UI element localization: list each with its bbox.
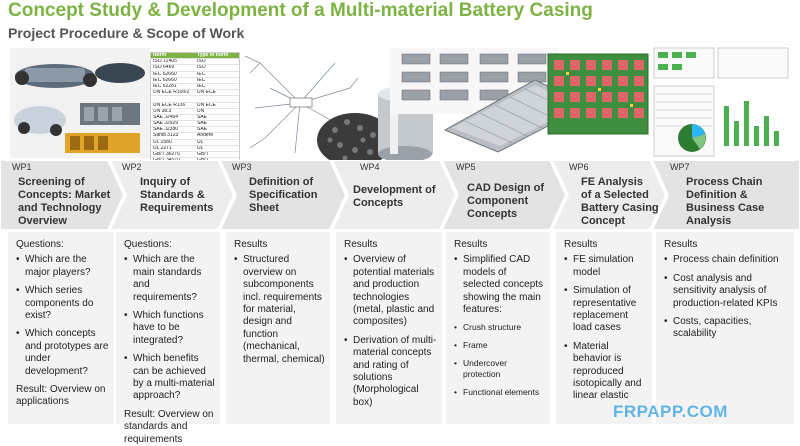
list-item: Undercover protection: [454, 358, 546, 380]
wp1-column: Questions: Which are the major players? …: [8, 232, 114, 424]
wp6-column: Results FE simulation model Simulation o…: [556, 232, 652, 424]
wp-heading: Inquiry of Standards & Requirements: [140, 176, 214, 214]
list-item: Which functions have to be integrated?: [124, 310, 216, 347]
list-item: Cost analysis and sensitivity analysis o…: [664, 273, 790, 310]
column-intro: Questions:: [124, 239, 172, 250]
list-item: Functional elements: [454, 387, 546, 398]
list-item: Material behavior is reproduced isotopic…: [564, 341, 648, 403]
column-result: Result: Overview on standards and requir…: [124, 408, 214, 445]
list-item: Which concepts and prototypes are under …: [16, 328, 110, 378]
list-item: Process chain definition: [664, 254, 790, 267]
wp-number: WP5: [456, 162, 476, 172]
column-intro: Results: [664, 239, 698, 250]
list-item: Structured overview on subcomponents inc…: [234, 254, 326, 366]
list-item: Costs, capacities, scalability: [664, 316, 790, 341]
list-item: FE simulation model: [564, 254, 648, 279]
watermark: FRPAPP.COM: [613, 402, 728, 421]
wp-number: WP4: [360, 162, 380, 172]
page-subtitle: Project Procedure & Scope of Work: [8, 25, 245, 41]
column-result: Result: Overview on applications: [16, 384, 106, 408]
wp2-column: Questions: Which are the main standards …: [116, 232, 220, 445]
bullet-list: Which are the major players? Which serie…: [16, 254, 110, 378]
process-arrow-band: [0, 160, 800, 230]
bullet-list: Which are the main standards and require…: [124, 254, 216, 402]
bullet-list: Structured overview on subcomponents inc…: [234, 254, 326, 366]
list-item: Crush structure: [454, 322, 546, 333]
wp-heading: CAD Design of Component Concepts: [467, 182, 544, 220]
column-intro: Results: [454, 239, 488, 250]
wp-number: WP3: [232, 162, 252, 172]
wp7-column: Results Process chain definition Cost an…: [656, 232, 794, 424]
list-item: Which benefits can be achieved by a mult…: [124, 353, 216, 403]
bullet-list: Simplified CAD models of selected concep…: [454, 254, 546, 398]
list-item: Frame: [454, 340, 546, 351]
list-item: Simplified CAD models of selected concep…: [454, 254, 546, 316]
column-intro: Results: [344, 239, 378, 250]
column-intro: Results: [234, 239, 268, 250]
wp5-column: Results Simplified CAD models of selecte…: [446, 232, 550, 424]
page-title: Concept Study & Development of a Multi-m…: [8, 0, 593, 21]
wp-heading: Process Chain Definition & Business Case…: [686, 176, 765, 227]
battery-car-chassis-images: [10, 48, 150, 158]
wp-number: WP2: [122, 162, 142, 172]
list-item: Which series components do exist?: [16, 285, 110, 322]
wp-number: WP6: [569, 162, 589, 172]
list-item: Which are the major players?: [16, 254, 110, 279]
fe-mesh-image: [547, 53, 649, 135]
wp-heading: Definition of Specification Sheet: [249, 176, 318, 214]
list-item: Derivation of multi-material concepts an…: [344, 335, 438, 409]
list-item: Overview of potential materials and prod…: [344, 254, 438, 328]
wp-number: WP1: [12, 162, 32, 172]
business-case-report-image: [652, 46, 792, 166]
list-item: Simulation of representative replacement…: [564, 285, 648, 335]
list-item: Which are the main standards and require…: [124, 254, 216, 304]
wp-number: WP7: [670, 162, 690, 172]
bullet-list: FE simulation model Simulation of repres…: [564, 254, 648, 402]
column-intro: Results: [564, 239, 598, 250]
wp3-column: Results Structured overview on subcompon…: [226, 232, 330, 424]
bullet-list: Overview of potential materials and prod…: [344, 254, 438, 409]
wp-heading: Development of Concepts: [353, 184, 436, 209]
column-intro: Questions:: [16, 239, 64, 250]
mind-map-image: [244, 55, 359, 154]
wp4-column: Results Overview of potential materials …: [336, 232, 442, 424]
wp-heading: FE Analysis of a Selected Battery Casing…: [581, 176, 659, 227]
bullet-list: Process chain definition Cost analysis a…: [664, 254, 790, 340]
wp-heading: Screening of Concepts: Market and Techno…: [18, 176, 111, 227]
